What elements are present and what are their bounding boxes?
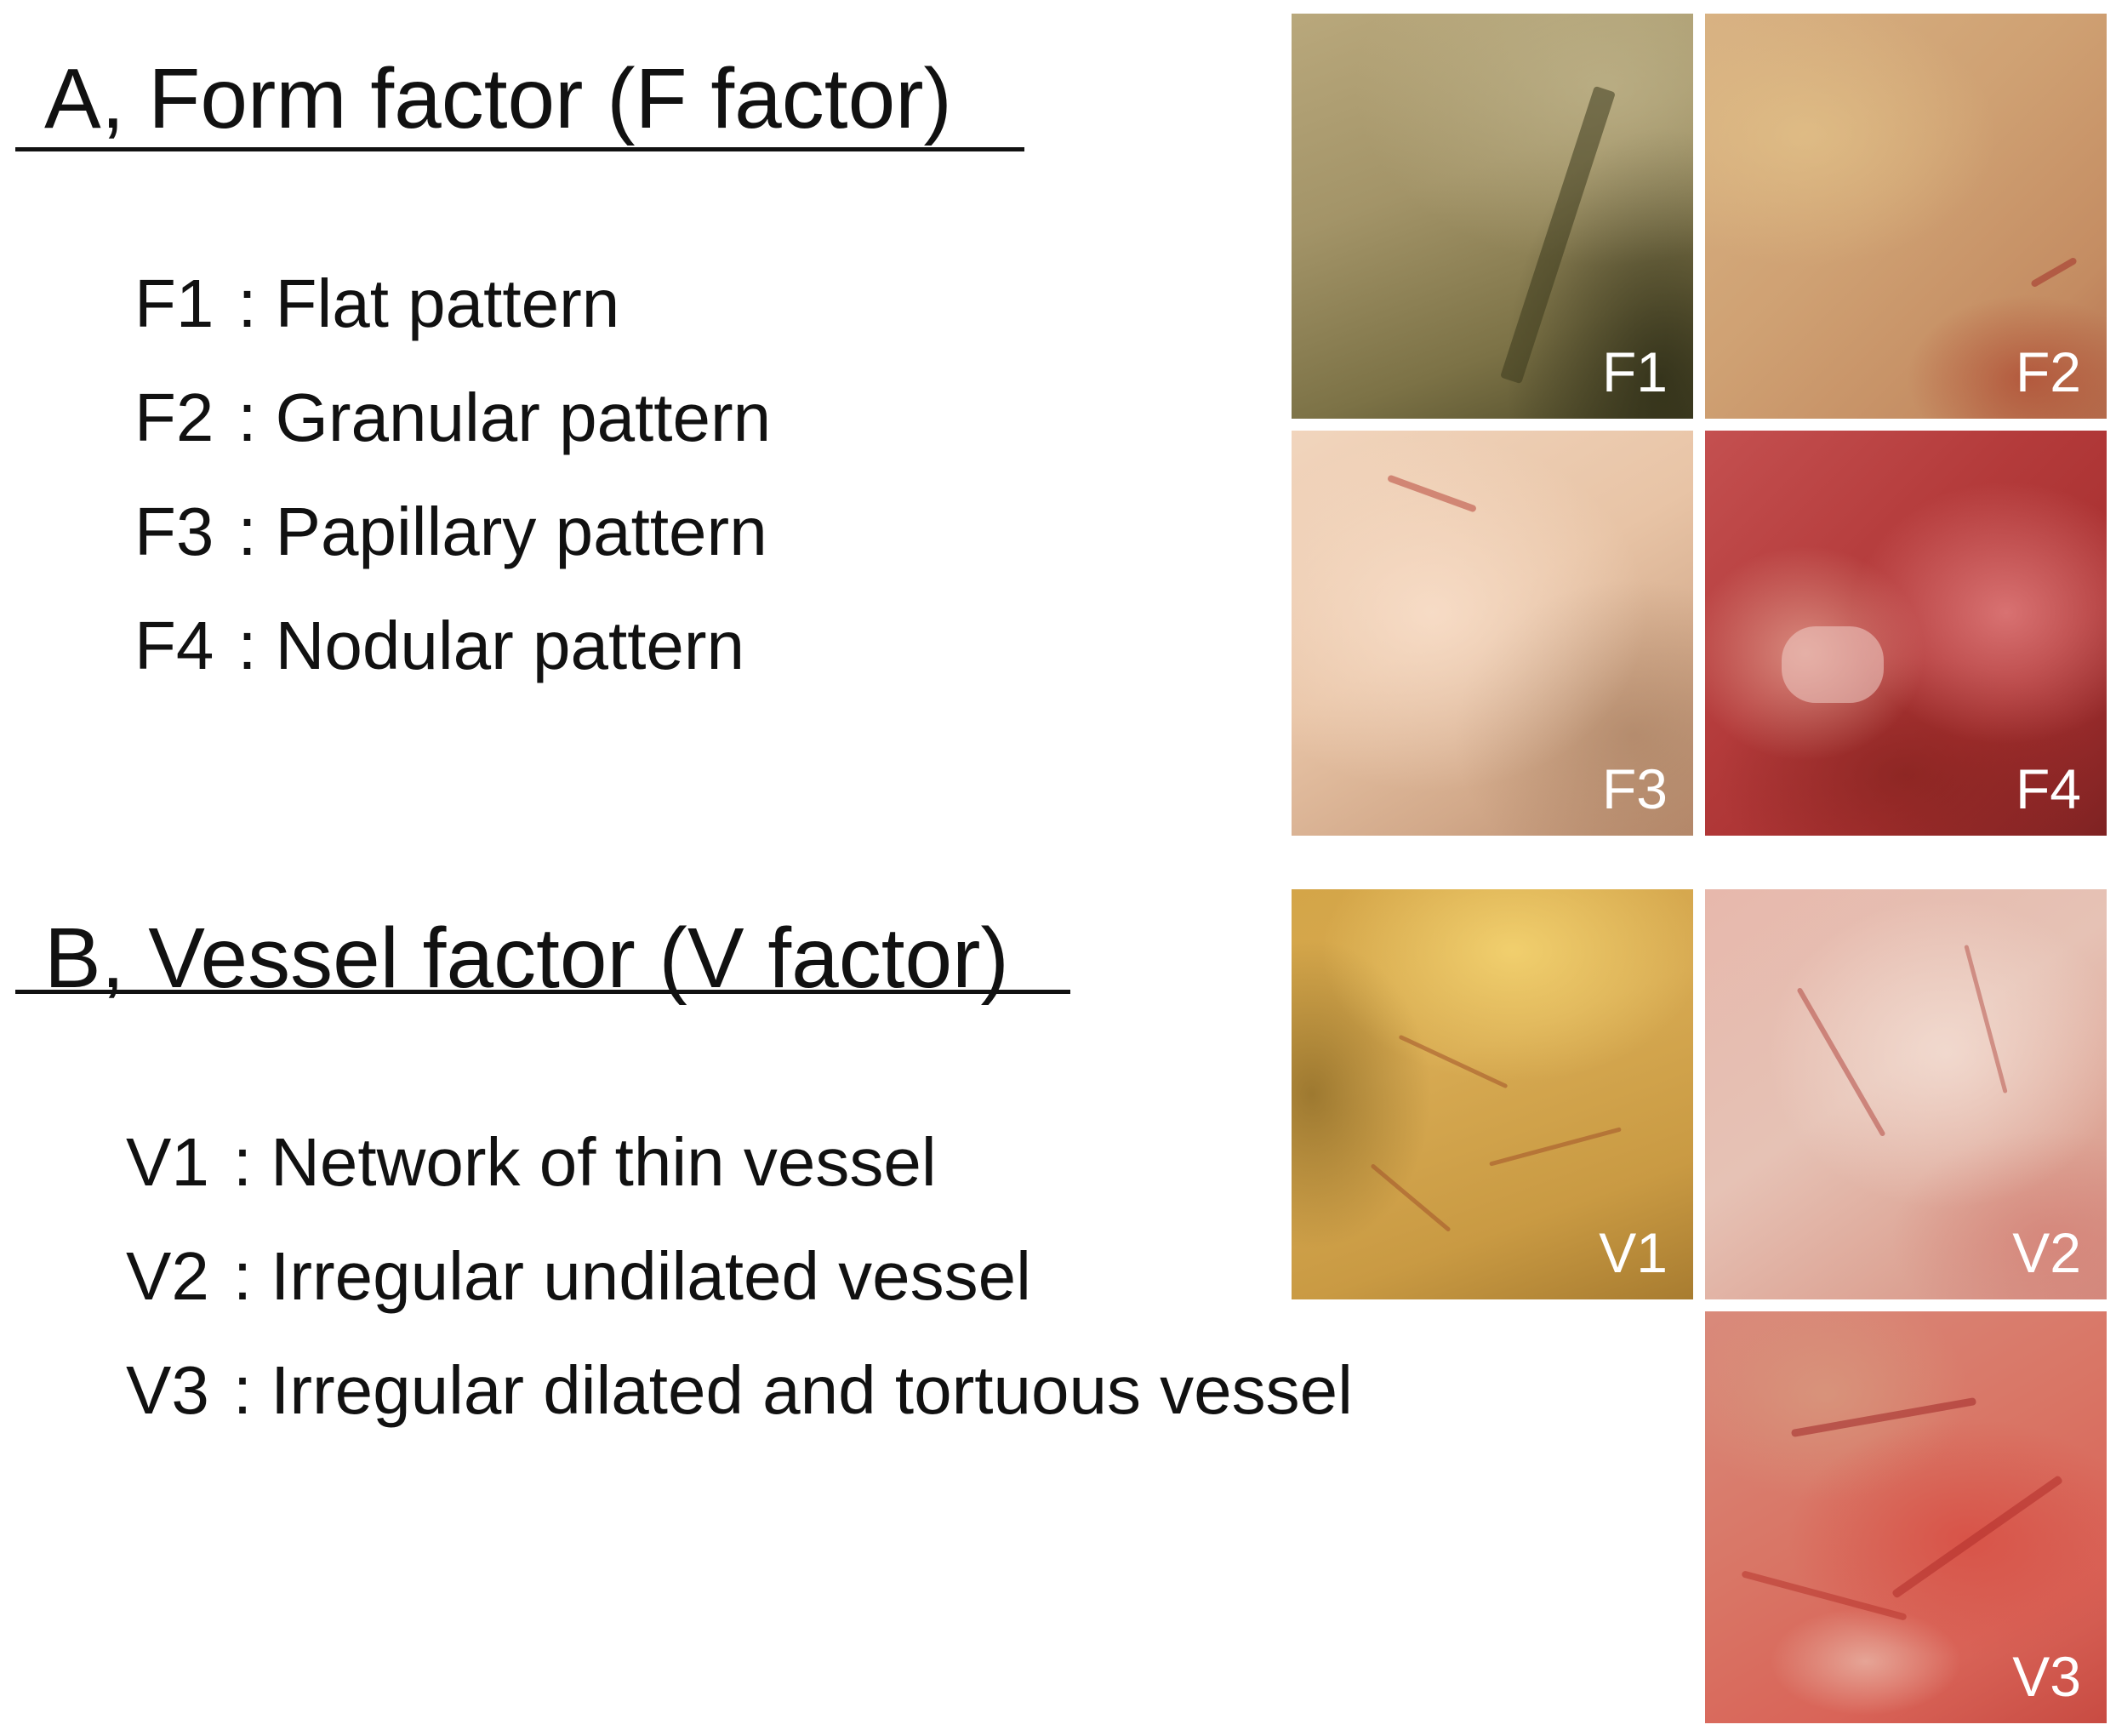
v3-code: V3 (126, 1352, 209, 1428)
f3-separator: : (237, 494, 257, 569)
f4-nodule-highlight (1782, 626, 1884, 703)
f3-vessel-mark (1386, 474, 1478, 513)
v3-label: Irregular dilated and tortuous vessel (271, 1352, 1353, 1428)
f2-code: F2 (134, 380, 214, 455)
v2-code: V2 (126, 1238, 209, 1314)
f1-label: Flat pattern (275, 266, 620, 341)
v1-code: V1 (126, 1124, 209, 1200)
v3-vessel-3 (1741, 1570, 1908, 1621)
v1-separator: : (232, 1124, 253, 1200)
f2-label: Granular pattern (275, 380, 772, 455)
v1-label: Network of thin vessel (271, 1124, 937, 1200)
v2-image-label: V2 (2012, 1221, 2081, 1284)
v1-vessel-1 (1398, 1034, 1509, 1089)
v3-vessel-1 (1790, 1396, 1977, 1438)
v1-image-label: V1 (1599, 1221, 1668, 1284)
section-a-heading: A, Form factor (F factor) (44, 51, 952, 146)
v3-vessel-2 (1891, 1475, 2064, 1599)
f2-vessel-mark (2030, 256, 2078, 288)
f4-code: F4 (134, 608, 214, 683)
v1-vessel-3 (1370, 1163, 1452, 1232)
f4-image-label: F4 (2015, 757, 2081, 820)
v3-image-label: V3 (2012, 1645, 2081, 1708)
section-b-heading: B, Vessel factor (V factor) (44, 911, 1009, 1006)
v2-item: V2:Irregular undilated vessel (126, 1242, 1031, 1311)
f1-endoscopy-image: F1 (1292, 14, 1693, 419)
f3-item: F3:Papillary pattern (134, 498, 767, 566)
f2-image-label: F2 (2015, 340, 2081, 403)
v3-item: V3:Irregular dilated and tortuous vessel (126, 1356, 1353, 1425)
v1-endoscopy-image: V1 (1292, 889, 1693, 1299)
v2-label: Irregular undilated vessel (271, 1238, 1031, 1314)
v3-endoscopy-image: V3 (1705, 1311, 2107, 1723)
f2-separator: : (237, 380, 257, 455)
v1-item: V1:Network of thin vessel (126, 1128, 937, 1196)
v1-vessel-2 (1489, 1127, 1622, 1167)
f4-separator: : (237, 608, 257, 683)
f2-endoscopy-image: F2 (1705, 14, 2107, 419)
section-b-underline (15, 990, 1070, 994)
f2-item: F2:Granular pattern (134, 384, 771, 452)
f4-label: Nodular pattern (275, 608, 745, 683)
v2-vessel-2 (1964, 944, 2008, 1094)
v3-separator: : (232, 1352, 253, 1428)
f3-endoscopy-image: F3 (1292, 431, 1693, 836)
f4-endoscopy-image: F4 (1705, 431, 2107, 836)
f4-item: F4:Nodular pattern (134, 612, 744, 680)
section-a-underline (15, 147, 1024, 151)
f3-image-label: F3 (1601, 757, 1668, 820)
f1-image-label: F1 (1601, 340, 1668, 403)
f1-separator: : (237, 266, 257, 341)
f1-fold-shadow (1500, 85, 1616, 385)
f1-code: F1 (134, 266, 214, 341)
f3-label: Papillary pattern (275, 494, 767, 569)
v2-vessel-1 (1796, 986, 1886, 1138)
f3-code: F3 (134, 494, 214, 569)
v2-endoscopy-image: V2 (1705, 889, 2107, 1299)
v2-separator: : (232, 1238, 253, 1314)
f1-item: F1:Flat pattern (134, 270, 619, 338)
